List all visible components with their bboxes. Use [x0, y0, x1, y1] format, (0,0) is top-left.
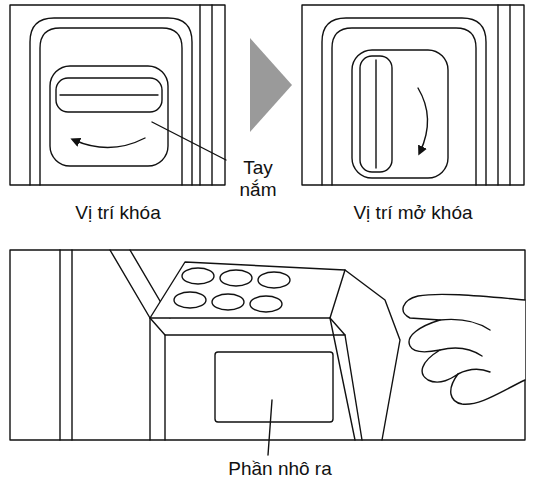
knob-grip: [360, 56, 392, 172]
ice-cup: [212, 294, 244, 310]
tray-rim: [150, 318, 345, 335]
sequence-arrow: [250, 38, 292, 132]
recess-inner: [40, 28, 182, 185]
ice-cup: [250, 296, 282, 312]
recess-inner: [332, 28, 476, 185]
rotate-arrow: [418, 88, 428, 152]
ice-cup: [182, 268, 214, 284]
caption-label: Vị trí khóa: [18, 202, 218, 224]
tray-side: [150, 318, 355, 440]
ice-cup: [258, 272, 290, 288]
wall-line: [60, 250, 72, 440]
wall-line: [200, 5, 212, 185]
grip-ridge: [60, 94, 158, 95]
rotate-arrow: [74, 138, 145, 148]
recess-outline: [322, 18, 486, 185]
tray-front: [165, 335, 362, 440]
recess-outline: [30, 18, 192, 185]
unlocked-position-figure: [302, 5, 524, 185]
ice-cup: [220, 270, 252, 286]
grip-ridge: [375, 60, 376, 168]
hand: [403, 294, 525, 404]
panel-frame: [302, 5, 524, 185]
locked-position-figure: [10, 5, 226, 185]
tray-body: [345, 270, 400, 440]
knob-grip: [56, 78, 162, 112]
wall-line: [498, 5, 510, 185]
tray-top: [150, 262, 345, 318]
part-label: Tay nắm: [226, 157, 290, 201]
panel-frame: [10, 250, 525, 440]
ice-tray-figure: [10, 250, 525, 455]
protrusion: [215, 352, 333, 422]
knob: [352, 50, 448, 178]
finger-line: [440, 319, 490, 374]
leader-line: [152, 122, 226, 160]
leader-line: [268, 400, 272, 455]
part-label: Phần nhô ra: [160, 458, 400, 480]
panel-frame: [10, 5, 225, 185]
caption-label: Vị trí mở khóa: [300, 202, 526, 224]
knob: [50, 66, 168, 166]
ice-cup: [174, 292, 206, 308]
